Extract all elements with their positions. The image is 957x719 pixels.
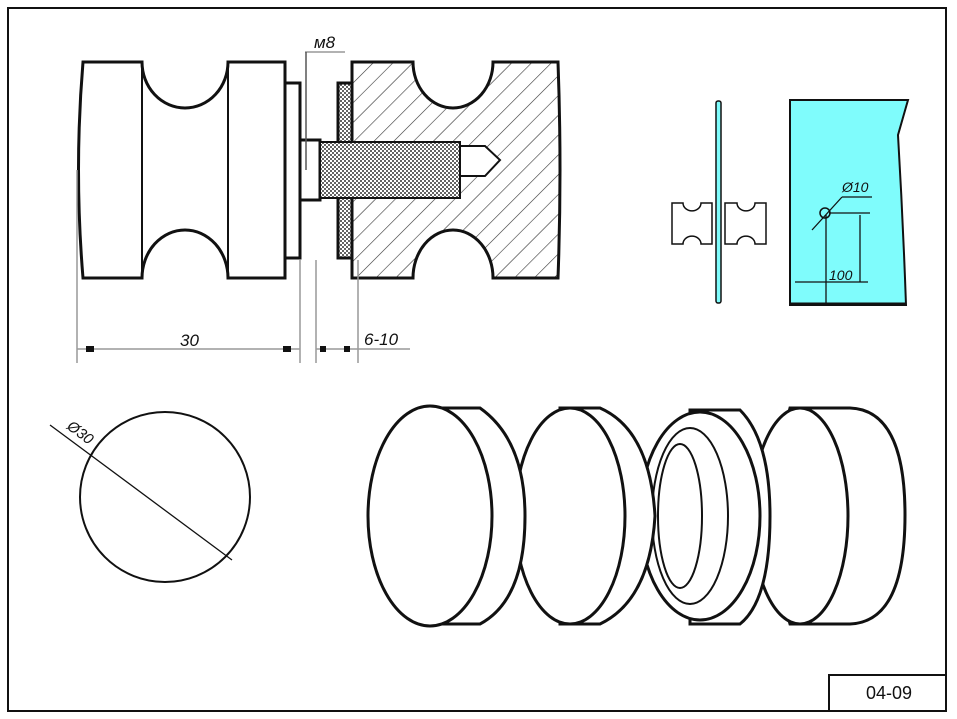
front-view: Ø30 <box>49 411 251 583</box>
dim-glass-thickness: 6-10 <box>364 330 399 349</box>
drawing-code: 04-09 <box>866 683 912 703</box>
knob-3d-view <box>366 404 907 628</box>
glass-panel <box>789 99 910 306</box>
dim-length: 30 <box>180 331 199 350</box>
drawing-frame <box>7 7 947 712</box>
thread-stub <box>298 138 322 202</box>
left-washer <box>283 81 302 260</box>
dim-thread: м8 <box>314 33 336 52</box>
glass-edge <box>715 100 722 304</box>
dim-hole-offset: 100 <box>829 267 853 283</box>
dim-hole-diameter: Ø10 <box>841 179 869 195</box>
knob-section-view <box>77 60 562 280</box>
dim-knob-diameter: Ø30 <box>63 417 97 449</box>
bolt-tip <box>459 145 502 177</box>
glass-panel-view: Ø10 100 <box>789 99 910 306</box>
dimension-arrows <box>86 346 350 352</box>
dimensions <box>76 51 410 363</box>
title-block: 04-09 <box>828 674 947 712</box>
left-knob <box>77 60 287 280</box>
mounting-view <box>671 100 767 304</box>
bolt <box>319 141 461 199</box>
